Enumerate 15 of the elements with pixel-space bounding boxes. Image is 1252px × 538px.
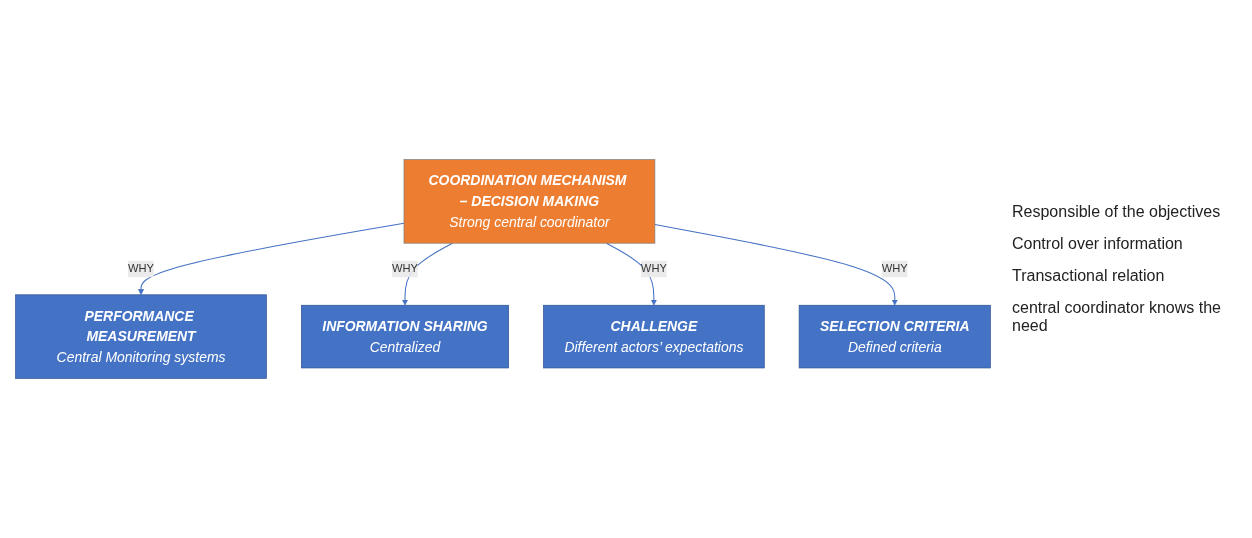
note-text: Transactional relation bbox=[1012, 267, 1166, 285]
arrow bbox=[654, 224, 898, 306]
node-box: CHALLENGE Different actors’ expectations bbox=[543, 304, 765, 369]
arrow bbox=[138, 222, 405, 296]
edge-label: WHY bbox=[881, 262, 908, 275]
note-text: Control over information bbox=[1012, 235, 1184, 253]
edge-label: WHY bbox=[128, 262, 155, 275]
edge-label: WHY bbox=[391, 262, 418, 275]
edge-label: WHY bbox=[640, 262, 667, 275]
note-text: central coordinator knows the need bbox=[1012, 299, 1222, 335]
node-box: INFORMATION SHARING Centralized bbox=[301, 304, 509, 369]
node-box: PERFORMANCE MEASUREMENT Central Monitoring systems bbox=[15, 294, 267, 379]
note-text: Responsible of the objectives bbox=[1012, 203, 1222, 221]
node-box: COORDINATION MECHANISM – DECISION MAKING Strong central coordinator bbox=[403, 159, 656, 244]
node-box: SELECTION CRITERIA Defined criteria bbox=[798, 304, 991, 369]
